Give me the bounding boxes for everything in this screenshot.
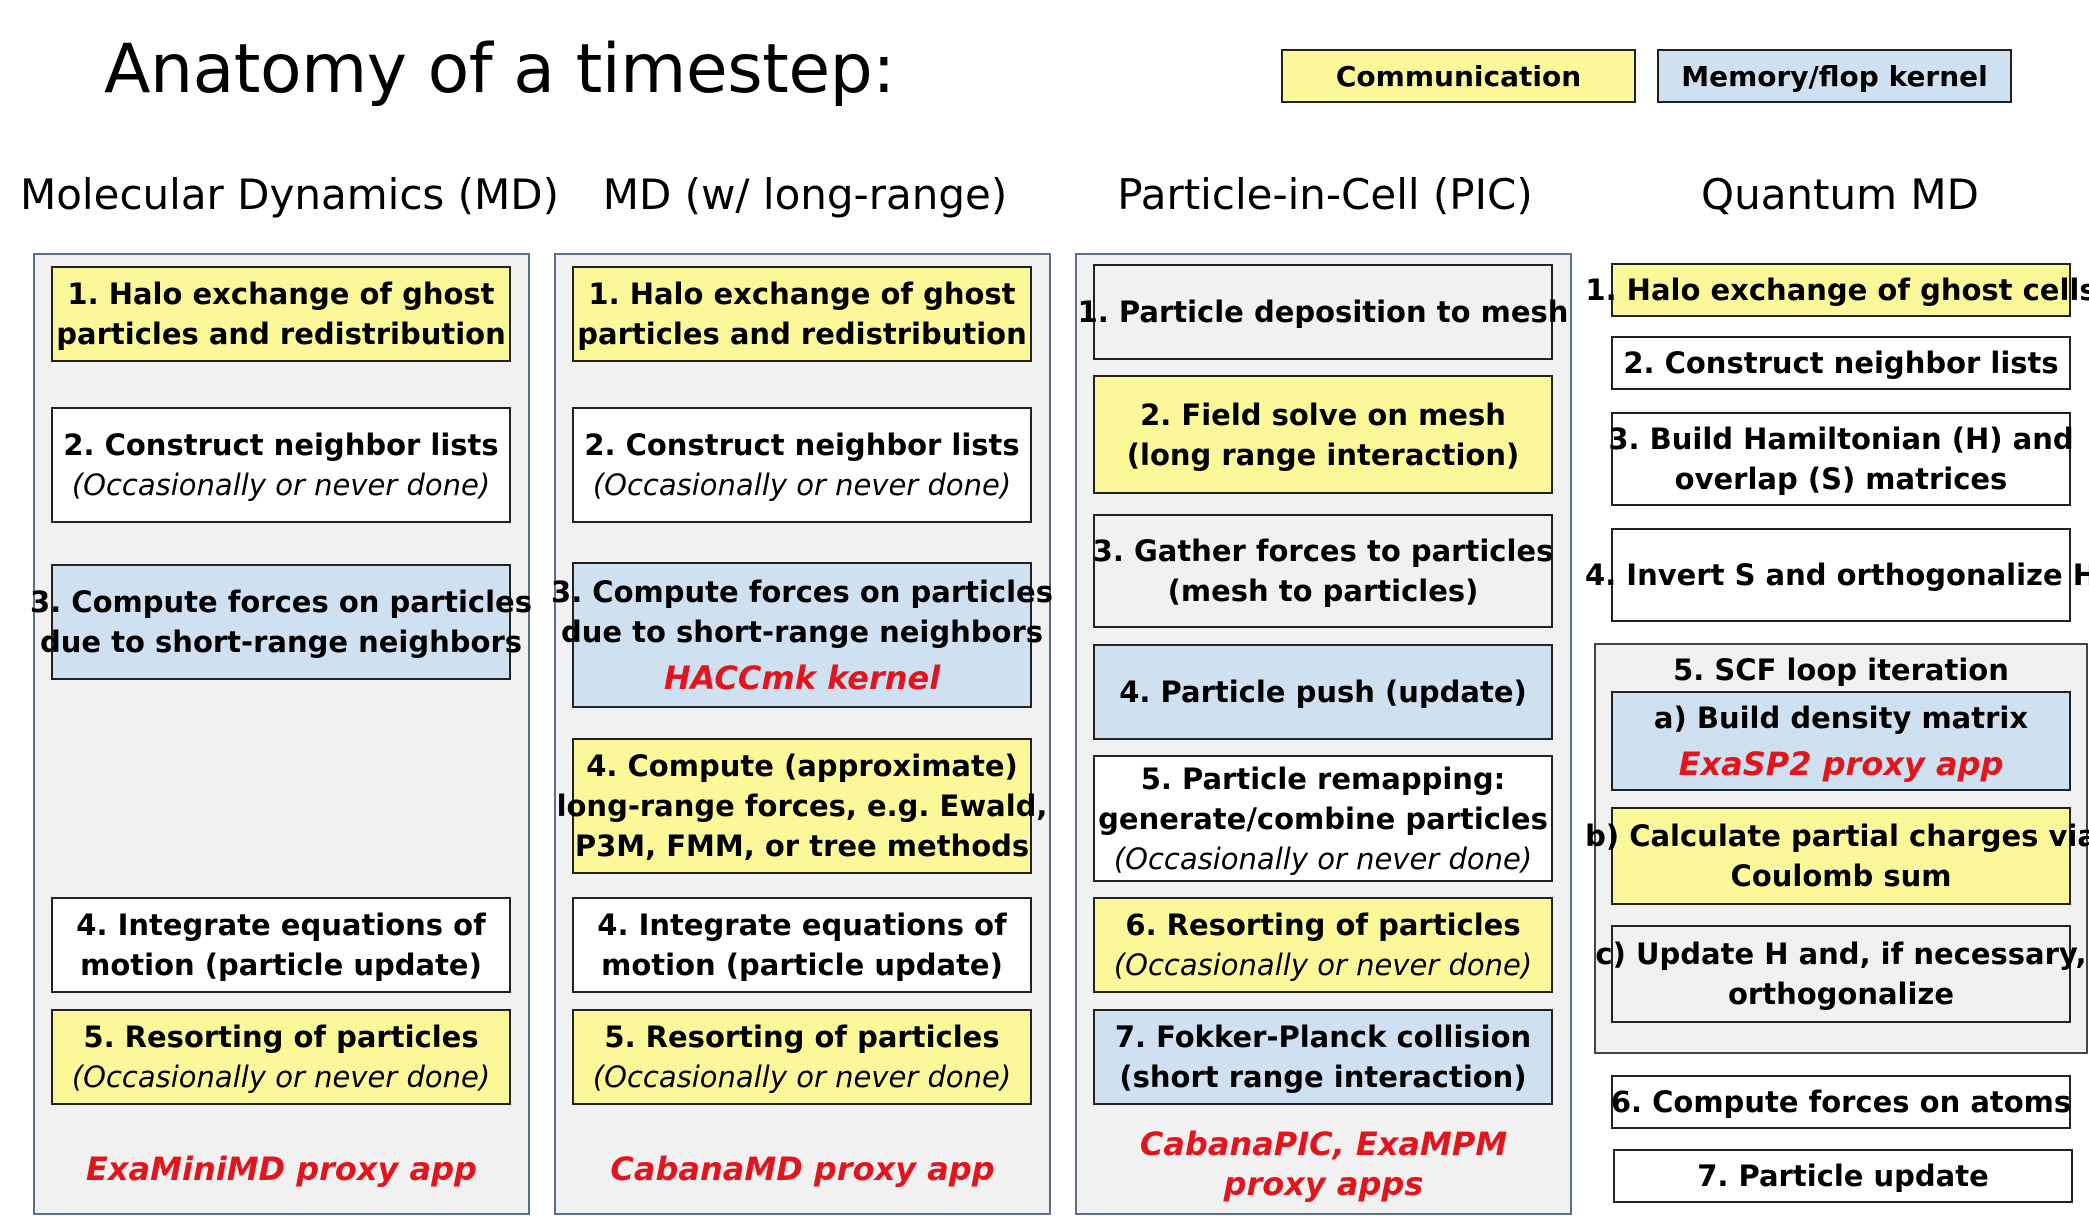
mdlr-step-5: 5. Resorting of particles (Occasionally … xyxy=(572,1009,1032,1105)
md-step-5: 5. Resorting of particles (Occasionally … xyxy=(51,1009,511,1105)
qmd-step-6: 6. Compute forces on atoms xyxy=(1611,1075,2071,1129)
md-step-4: 4. Integrate equations of motion (partic… xyxy=(51,897,511,993)
pic-step-1: 1. Particle deposition to mesh xyxy=(1078,264,1568,360)
heading-particle-in-cell: Particle-in-Cell (PIC) xyxy=(1117,170,1533,219)
mdlr-step-4-long-range: 4. Compute (approximate) long-range forc… xyxy=(557,738,1047,874)
md-step-1: 1. Halo exchange of ghost particles and … xyxy=(51,266,511,362)
heading-quantum-md: Quantum MD xyxy=(1701,170,1979,219)
qmd-step-7: 7. Particle update xyxy=(1613,1149,2073,1203)
legend-memory-flop-kernel: Memory/flop kernel xyxy=(1657,49,2012,103)
exasp2-proxy-app-label: ExaSP2 proxy app xyxy=(1678,745,2004,783)
panel-md-long-range: 1. Halo exchange of ghost particles and … xyxy=(551,253,1053,1215)
page-title: Anatomy of a timestep: xyxy=(104,30,895,109)
qmd-scf-step-b: b) Calculate partial charges via Coulomb… xyxy=(1585,807,2089,905)
scf-loop-title: 5. SCF loop iteration xyxy=(1673,653,2009,687)
md-step-2: 2. Construct neighbor lists (Occasionall… xyxy=(51,407,511,523)
mdlr-step-3: 3. Compute forces on particles due to sh… xyxy=(551,562,1053,708)
panel-particle-in-cell: 1. Particle deposition to mesh 2. Field … xyxy=(1075,253,1572,1215)
md-step-3: 3. Compute forces on particles due to sh… xyxy=(30,564,532,680)
pic-proxy-app-label: CabanaPIC, ExaMPM proxy apps xyxy=(1139,1125,1508,1203)
md-proxy-app-label: ExaMiniMD proxy app xyxy=(86,1150,477,1188)
qmd-scf-step-a: a) Build density matrix ExaSP2 proxy app xyxy=(1611,691,2071,791)
pic-step-5: 5. Particle remapping: generate/combine … xyxy=(1093,755,1553,882)
pic-step-6: 6. Resorting of particles (Occasionally … xyxy=(1093,897,1553,993)
mdlr-proxy-app-label: CabanaMD proxy app xyxy=(610,1150,995,1188)
mdlr-step-2: 2. Construct neighbor lists (Occasionall… xyxy=(572,407,1032,523)
qmd-step-4: 4. Invert S and orthogonalize H xyxy=(1585,528,2089,622)
pic-step-7: 7. Fokker-Planck collision (short range … xyxy=(1093,1009,1553,1105)
qmd-step-1: 1. Halo exchange of ghost cells xyxy=(1585,263,2089,317)
qmd-step-3: 3. Build Hamiltonian (H) and overlap (S)… xyxy=(1608,412,2074,506)
pic-step-4: 4. Particle push (update) xyxy=(1093,644,1553,740)
qmd-step-2: 2. Construct neighbor lists xyxy=(1611,336,2071,390)
mdlr-step-1: 1. Halo exchange of ghost particles and … xyxy=(572,266,1032,362)
heading-molecular-dynamics: Molecular Dynamics (MD) xyxy=(20,170,559,219)
mdlr-step-4-integrate: 4. Integrate equations of motion (partic… xyxy=(572,897,1032,993)
legend-communication: Communication xyxy=(1281,49,1636,103)
pic-step-2: 2. Field solve on mesh (long range inter… xyxy=(1093,375,1553,494)
qmd-scf-loop-panel: 5. SCF loop iteration a) Build density m… xyxy=(1585,643,2089,1054)
haccmk-kernel-label: HACCmk kernel xyxy=(663,659,941,697)
panel-molecular-dynamics: 1. Halo exchange of ghost particles and … xyxy=(30,253,532,1215)
heading-md-long-range: MD (w/ long-range) xyxy=(602,170,1008,219)
pic-step-3: 3. Gather forces to particles (mesh to p… xyxy=(1093,514,1553,628)
qmd-scf-step-c: c) Update H and, if necessary, orthogona… xyxy=(1595,925,2087,1023)
